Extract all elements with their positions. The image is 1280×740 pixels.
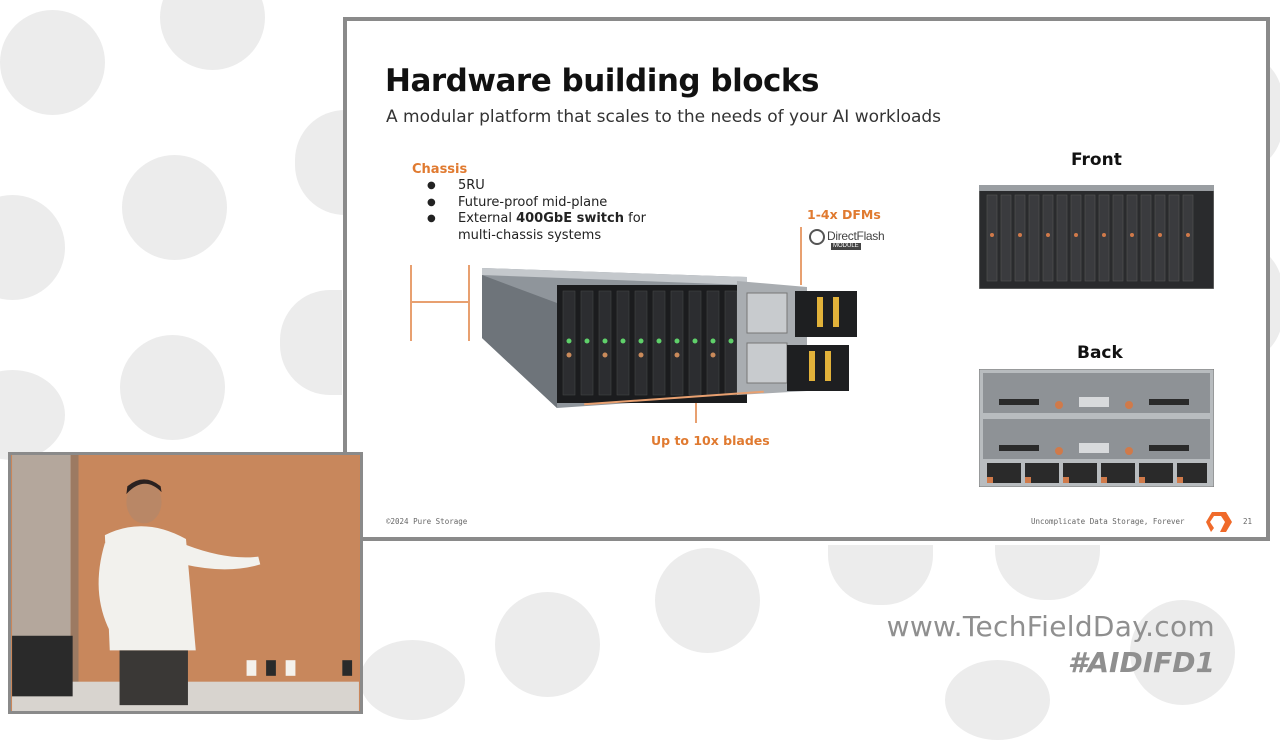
- blades-label: Up to 10x blades: [651, 433, 770, 448]
- background-circle-icon: [160, 0, 265, 70]
- directflash-logo: DirectFlash MODULE: [809, 226, 904, 252]
- background-circle-icon: [828, 545, 933, 605]
- page-number: 21: [1243, 517, 1253, 526]
- background-circle-icon: [360, 640, 465, 720]
- background-circle-icon: [122, 155, 227, 260]
- bullet-text-bold: 400GbE switch: [516, 211, 624, 226]
- directflash-sub: MODULE: [831, 243, 861, 250]
- callout-line: [695, 391, 697, 423]
- bullet-text: External: [458, 211, 517, 226]
- footer-copyright: ©2024 Pure Storage: [386, 517, 468, 526]
- watermark-hashtag: #AIDIFD1: [1067, 646, 1215, 679]
- chassis-hardware-image: [482, 268, 857, 408]
- background-circle-icon: [995, 545, 1100, 600]
- speaker-figure: [98, 479, 261, 706]
- back-view-image: [979, 369, 1214, 487]
- background-circle-icon: [945, 660, 1050, 740]
- watermark-url: www.TechFieldDay.com: [886, 610, 1215, 643]
- slide-subtitle: A modular platform that scales to the ne…: [386, 107, 942, 127]
- background-circle-icon: [0, 10, 105, 115]
- presentation-slide: Hardware building blocks A modular platf…: [343, 17, 1270, 541]
- bullet-item: 5RU: [427, 178, 646, 195]
- speaker-video-feed: [8, 452, 363, 714]
- bullet-item: Future-proof mid-plane: [427, 195, 646, 212]
- background-circle-icon: [495, 592, 600, 697]
- front-label: Front: [1071, 150, 1122, 170]
- background-circle-icon: [280, 290, 342, 395]
- pure-storage-logo-icon: [1206, 512, 1232, 532]
- slide-title: Hardware building blocks: [385, 63, 819, 99]
- chassis-bullet-list: 5RU Future-proof mid-plane External 400G…: [427, 178, 646, 244]
- bullet-text: multi-chassis systems: [458, 227, 602, 243]
- background-circle-icon: [1130, 600, 1235, 705]
- footer-tagline: Uncomplicate Data Storage, Forever: [1031, 517, 1185, 526]
- front-view-image: [979, 185, 1214, 289]
- background-circle-icon: [655, 548, 760, 653]
- callout-line: [800, 227, 802, 285]
- bullet-text: for: [623, 211, 646, 226]
- callout-line: [410, 265, 412, 341]
- directflash-icon: [809, 229, 825, 245]
- callout-line: [412, 301, 468, 303]
- callout-line: [468, 265, 470, 341]
- background-circle-icon: [0, 195, 65, 300]
- background-circle-icon: [0, 370, 65, 460]
- background-circle-icon: [120, 335, 225, 440]
- bullet-item-switch: External 400GbE switch for multi-chassis …: [427, 211, 646, 244]
- chassis-heading: Chassis: [412, 162, 468, 177]
- directflash-name: DirectFlash: [827, 229, 885, 243]
- dfm-label: 1-4x DFMs: [807, 207, 881, 222]
- back-label: Back: [1077, 343, 1123, 363]
